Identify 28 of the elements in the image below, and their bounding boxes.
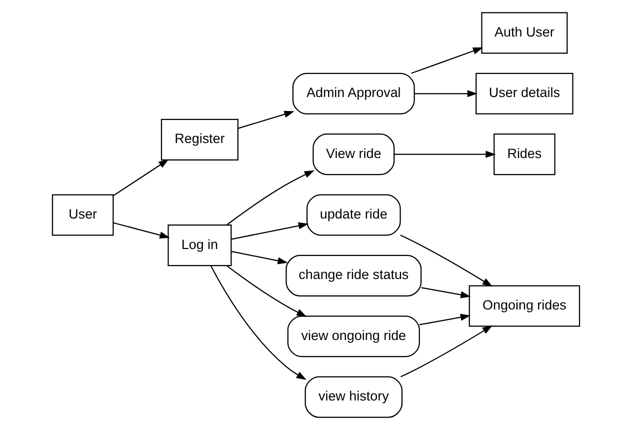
node-box: View ride bbox=[312, 134, 394, 176]
arrow bbox=[400, 325, 492, 378]
node-box: change ride status bbox=[285, 254, 422, 296]
arrow bbox=[418, 314, 470, 326]
node-box: User details bbox=[475, 72, 573, 114]
node-box: Log in bbox=[167, 224, 232, 266]
arrow bbox=[420, 287, 470, 298]
node-box: Ongoing rides bbox=[468, 285, 580, 327]
arrow bbox=[230, 222, 308, 240]
node-box: Admin Approval bbox=[292, 72, 414, 114]
arrow bbox=[394, 150, 496, 158]
arrow bbox=[112, 222, 170, 239]
arrow bbox=[112, 159, 168, 196]
node-box: Auth User bbox=[480, 12, 568, 54]
node-box: Register bbox=[160, 118, 238, 160]
arrow bbox=[230, 250, 288, 264]
arrow bbox=[400, 234, 492, 287]
node-box: view ongoing ride bbox=[286, 316, 420, 358]
arrow bbox=[414, 90, 477, 98]
arrow bbox=[237, 110, 294, 129]
node-box: update ride bbox=[306, 194, 400, 236]
node-box: User bbox=[51, 194, 114, 236]
arrow bbox=[226, 265, 306, 317]
arrow bbox=[410, 47, 483, 74]
arrow bbox=[210, 266, 306, 380]
node-box: view history bbox=[304, 376, 402, 418]
arrow bbox=[226, 170, 314, 226]
node-box: Rides bbox=[493, 134, 555, 176]
